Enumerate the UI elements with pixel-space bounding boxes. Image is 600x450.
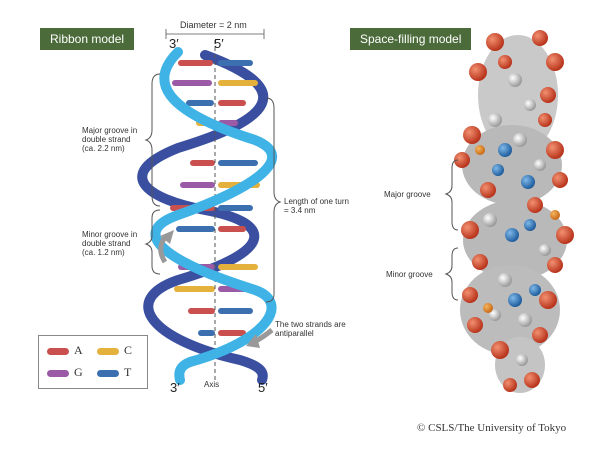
major-groove-label: Major groove in double strand (ca. 2.2 n… [82, 126, 137, 153]
antiparallel-line-2: antiparallel [275, 329, 314, 338]
legend-swatch-a [47, 347, 69, 355]
bottom-left-end-label: 3′ [170, 380, 180, 395]
legend-item-c: C [97, 343, 132, 357]
major-groove-line-2: double strand [82, 135, 131, 144]
antiparallel-line-1: The two strands are [275, 320, 346, 329]
legend-letter-g: G [74, 365, 83, 379]
legend-item-t: T [97, 365, 131, 379]
turn-length-line-2: = 3.4 nm [284, 206, 316, 215]
space-filling-model-title: Space-filling model [350, 28, 472, 50]
legend-letter-c: C [124, 343, 133, 357]
left-brackets [144, 73, 161, 275]
legend-swatch-g [47, 369, 69, 377]
major-groove-line-3: (ca. 2.2 nm) [82, 144, 125, 153]
bottom-right-end-label: 5′ [258, 380, 268, 395]
axis-label: Axis [204, 380, 220, 389]
diameter-bracket [165, 29, 265, 39]
strand-front [150, 47, 277, 385]
minor-groove-line-1: Minor groove in [82, 230, 138, 239]
minor-groove-line-2: double strand [82, 239, 131, 248]
space-filling-model [454, 30, 574, 393]
copyright-credit: © CSLS/The University of Tokyo [417, 422, 567, 434]
ribbon-model-title: Ribbon model [40, 28, 135, 50]
antiparallel-arrowhead [246, 334, 260, 348]
legend-item-a: A [47, 343, 83, 357]
legend-swatch-t [97, 369, 119, 377]
legend-swatch-c [97, 347, 119, 355]
legend-letter-t: T [124, 365, 132, 379]
major-groove-sf-label: Major groove [384, 190, 431, 199]
top-right-end-label: 5′ [214, 36, 224, 51]
turn-length-label: Length of one turn = 3.4 nm [284, 197, 349, 215]
minor-groove-line-3: (ca. 1.2 nm) [82, 248, 125, 257]
legend-item-g: G [47, 365, 83, 379]
minor-groove-arrowhead [160, 230, 174, 244]
diameter-label: Diameter = 2 nm [180, 20, 247, 30]
legend-letter-a: A [74, 343, 83, 357]
major-groove-line-1: Major groove in [82, 126, 138, 135]
top-left-end-label: 3′ [169, 36, 179, 51]
space-filling-brackets [444, 159, 459, 301]
antiparallel-label: The two strands are antiparallel [275, 320, 346, 338]
minor-groove-sf-label: Minor groove [386, 270, 433, 279]
turn-length-line-1: Length of one turn [284, 197, 349, 206]
minor-groove-label: Minor groove in double strand (ca. 1.2 n… [82, 230, 137, 257]
strand-back [137, 50, 269, 385]
turn-bracket [265, 97, 282, 303]
base-legend: A C G T [38, 335, 148, 389]
